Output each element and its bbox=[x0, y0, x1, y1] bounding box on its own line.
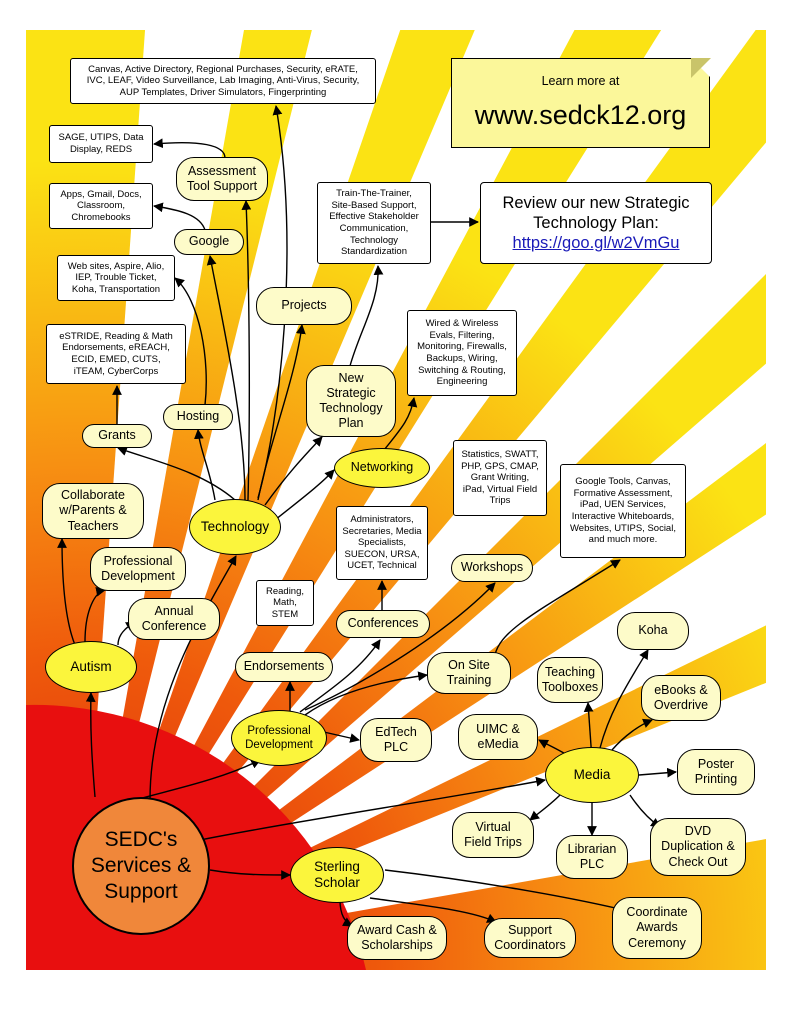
connector-arrow bbox=[149, 555, 237, 801]
box-networking-details: Wired & Wireless Evals, Filtering, Monit… bbox=[407, 310, 517, 396]
node-media[interactable]: Media bbox=[545, 747, 639, 803]
root-services-support[interactable]: SEDC's Services & Support bbox=[72, 797, 210, 935]
learn-more-note: Learn more at www.sedck12.org bbox=[451, 57, 711, 148]
connector-arrow bbox=[194, 429, 216, 501]
connector-arrow bbox=[199, 776, 546, 841]
node-virtual-field-trips[interactable]: Virtual Field Trips bbox=[452, 812, 534, 858]
node-workshops[interactable]: Workshops bbox=[451, 554, 533, 582]
node-new-strategic-technology-plan[interactable]: New Strategic Technology Plan bbox=[306, 365, 396, 437]
node-annual-conference[interactable]: Annual Conference bbox=[128, 598, 220, 640]
node-uimc-emedia[interactable]: UIMC & eMedia bbox=[458, 714, 538, 760]
node-edtech-plc[interactable]: EdTech PLC bbox=[360, 718, 432, 762]
box-onsite-details: Google Tools, Canvas, Formative Assessme… bbox=[560, 464, 686, 558]
connector-arrow bbox=[153, 138, 226, 159]
connector-arrow bbox=[599, 649, 649, 749]
connector-arrow bbox=[384, 869, 625, 913]
connector-arrow bbox=[206, 255, 246, 501]
connector-arrow bbox=[494, 559, 621, 656]
connector-arrow bbox=[241, 200, 252, 501]
connector-arrow bbox=[304, 582, 496, 711]
strategic-plan-box: Review our new Strategic Technology Plan… bbox=[480, 182, 712, 264]
connector-arrow bbox=[369, 897, 497, 923]
connector-arrow bbox=[57, 538, 76, 646]
node-google[interactable]: Google bbox=[174, 229, 244, 255]
strategic-plan-title: Review our new Strategic Technology Plan… bbox=[502, 193, 690, 232]
node-projects[interactable]: Projects bbox=[256, 287, 352, 325]
node-coordinate-awards-ceremony[interactable]: Coordinate Awards Ceremony bbox=[612, 897, 702, 959]
node-award-cash-scholarships[interactable]: Award Cash & Scholarships bbox=[347, 916, 447, 960]
node-collaborate[interactable]: Collaborate w/Parents & Teachers bbox=[42, 483, 144, 539]
node-on-site-training[interactable]: On Site Training bbox=[427, 652, 511, 694]
connector-arrow bbox=[264, 436, 323, 506]
connector-arrow bbox=[85, 692, 96, 798]
connector-arrow bbox=[174, 277, 207, 406]
node-koha[interactable]: Koha bbox=[617, 612, 689, 650]
box-conferences-details: Administrators, Secretaries, Media Speci… bbox=[336, 506, 428, 580]
ray-gap bbox=[80, 30, 575, 960]
strategic-plan-link[interactable]: https://goo.gl/w2VmGu bbox=[512, 234, 680, 253]
connector-arrow bbox=[134, 759, 261, 801]
node-technology[interactable]: Technology bbox=[189, 499, 281, 555]
node-endorsements[interactable]: Endorsements bbox=[235, 652, 333, 682]
node-assessment-tool-support[interactable]: Assessment Tool Support bbox=[176, 157, 268, 201]
connector-arrow bbox=[84, 586, 106, 643]
connector-arrows bbox=[57, 105, 677, 927]
connector-arrow bbox=[638, 767, 677, 778]
node-networking[interactable]: Networking bbox=[334, 448, 430, 488]
box-assessment-details: SAGE, UTIPS, Data Display, REDS bbox=[49, 125, 153, 163]
connector-arrow bbox=[153, 202, 206, 231]
note-fold bbox=[690, 57, 711, 78]
node-sterling-scholar[interactable]: Sterling Scholar bbox=[290, 847, 384, 903]
box-workshops-details: Statistics, SWATT, PHP, GPS, CMAP, Grant… bbox=[453, 440, 547, 516]
connector-arrow bbox=[274, 469, 335, 521]
node-hosting[interactable]: Hosting bbox=[163, 404, 233, 430]
node-grants[interactable]: Grants bbox=[82, 424, 152, 448]
connector-arrow bbox=[529, 794, 561, 821]
connector-arrow bbox=[117, 446, 236, 501]
box-projects-details: Canvas, Active Directory, Regional Purch… bbox=[70, 58, 376, 104]
node-conferences[interactable]: Conferences bbox=[336, 610, 430, 638]
node-poster-printing[interactable]: Poster Printing bbox=[677, 749, 755, 795]
connector-arrow bbox=[611, 718, 653, 751]
node-librarian-plc[interactable]: Librarian PLC bbox=[556, 835, 628, 879]
node-teaching-toolboxes[interactable]: Teaching Toolboxes bbox=[537, 657, 603, 703]
node-professional-development-autism[interactable]: Professional Development bbox=[90, 547, 186, 591]
box-hosting-details: Web sites, Aspire, Alio, IEP, Trouble Ti… bbox=[57, 255, 175, 301]
node-professional-development[interactable]: Professional Development bbox=[231, 710, 327, 766]
learn-more-label: Learn more at bbox=[541, 73, 620, 88]
node-dvd-duplication[interactable]: DVD Duplication & Check Out bbox=[650, 818, 746, 876]
box-grants-details: eSTRIDE, Reading & Math Endorsements, eR… bbox=[46, 324, 186, 384]
node-autism[interactable]: Autism bbox=[45, 641, 137, 693]
connector-arrow bbox=[257, 105, 288, 499]
connector-arrow bbox=[299, 639, 381, 713]
box-endorsements-details: Reading, Math, STEM bbox=[256, 580, 314, 626]
node-ebooks-overdrive[interactable]: eBooks & Overdrive bbox=[641, 675, 721, 721]
node-support-coordinators[interactable]: Support Coordinators bbox=[484, 918, 576, 958]
website-url[interactable]: www.sedck12.org bbox=[474, 100, 687, 131]
connector-arrow bbox=[349, 265, 384, 367]
box-strategic-plan-details: Train-The-Trainer, Site-Based Support, E… bbox=[317, 182, 431, 264]
connector-arrow bbox=[209, 869, 291, 880]
box-google-details: Apps, Gmail, Docs, Classroom, Chromebook… bbox=[49, 183, 153, 229]
connector-arrow bbox=[304, 671, 428, 716]
